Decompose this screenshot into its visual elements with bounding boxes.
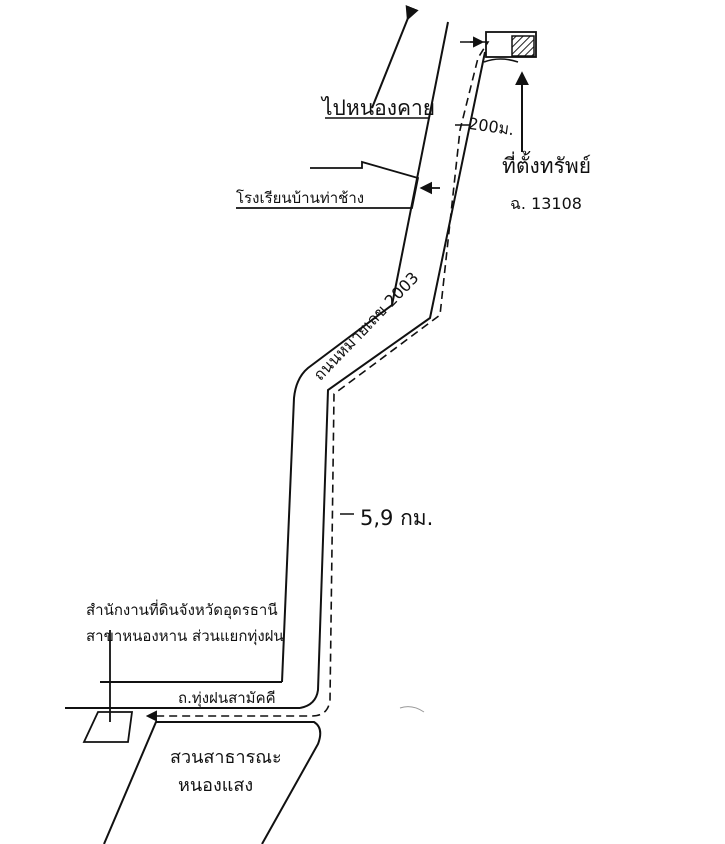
property-location-label: ที่ตั้งทรัพย์ <box>502 154 592 178</box>
land-office-building <box>82 711 134 743</box>
property-hatched-plot <box>511 35 535 57</box>
road-to-nong-khai-line <box>371 5 419 109</box>
property-code-label: ฉ. 13108 <box>510 194 582 213</box>
land-office-label-line2: สาขาหนองหาน ส่วนแยกทุ่งฝน <box>86 627 284 645</box>
road-2003-right-edge <box>299 51 486 709</box>
park-outline <box>103 721 322 844</box>
park-label-line1: สวนสาธารณะ <box>170 747 282 768</box>
stray-mark <box>399 706 425 713</box>
distance-5-9km-label: 5,9 กม. <box>360 506 434 530</box>
thung-fon-road-label: ถ.ทุ่งฝนสามัคคี <box>178 689 276 707</box>
property-outline <box>485 31 537 58</box>
property-frontage <box>483 58 519 63</box>
school-label: โรงเรียนบ้านท่าช้าง <box>236 189 365 207</box>
park-label-line2: หนองแสง <box>178 775 254 796</box>
to-nong-khai-label: ไปหนองคาย <box>322 96 436 120</box>
land-office-label-line1: สำนักงานที่ดินจังหวัดอุดรธานี <box>86 601 278 619</box>
road-2003-left-edge <box>281 21 449 683</box>
school-marker <box>236 160 420 209</box>
route-dashed-line <box>145 41 490 722</box>
